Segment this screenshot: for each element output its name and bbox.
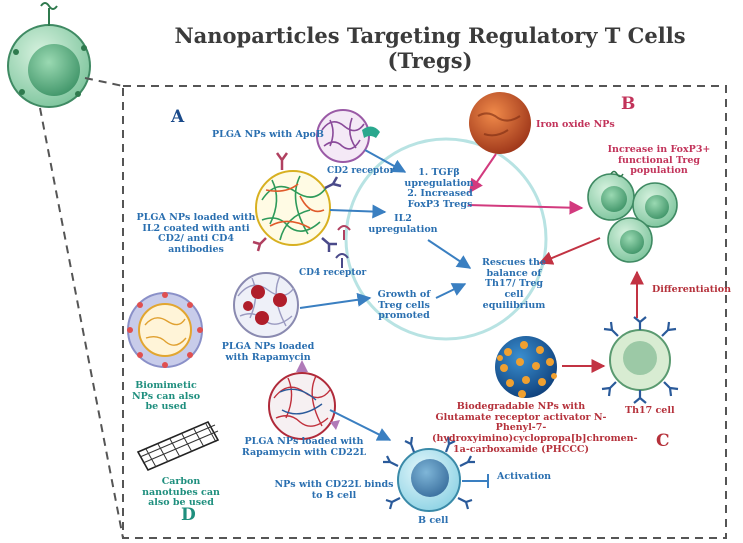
biomimetic-np [127,292,203,368]
label-plga-cd22l: PLGA NPs loaded with Rapamycin with CD22… [241,436,367,458]
label-carbon-nanotubes: Carbon nanotubes can also be used [142,476,220,509]
label-rescues-balance: Rescues the balance of Th17/ Treg cell e… [481,257,547,311]
label-iron-oxide: Iron oxide NPs [536,119,615,130]
label-plga-rapamycin: PLGA NPs loaded with Rapamycin [221,341,315,363]
central-circle [344,137,548,341]
label-b-cell: B cell [418,515,449,526]
label-tgf-upregulation: 1. TGFβ upregulation [404,167,474,189]
cd2-receptor-shape [337,225,351,240]
label-differentiation: Differentiation [652,284,732,295]
treg-cell-large [7,2,91,108]
carbon-nanotube [136,420,220,472]
label-cd4-receptor: CD4 receptor [299,268,367,278]
section-label-c: C [656,431,670,451]
biodegradable-np [495,336,557,398]
page-title: Nanoparticles Targeting Regulatory T Cel… [174,23,686,73]
label-plga-apob: PLGA NPs with ApoB [212,129,324,140]
label-il2-upregulation: IL2 upregulation [368,213,438,235]
treg-cell-cluster [587,170,678,263]
section-label-b: B [621,94,636,114]
label-activation: Activation [497,471,552,482]
th17-cell [601,316,679,404]
label-foxp3-tregs: 2. Increased FoxP3 Tregs [407,188,473,210]
section-label-a: A [171,107,185,127]
plga-cd22l-np [268,360,340,440]
plga-apob-np [316,109,380,163]
zoom-frame [39,77,727,539]
b-cell [383,436,475,512]
label-foxp3-increase: Increase in FoxP3+ functional Treg popul… [607,144,711,177]
arrows [299,149,644,488]
label-biodegradable-nps: Biodegradable NPs with Glutamate recepto… [432,401,638,455]
label-nps-cd22l-bcell: NPs with CD22L binds to B cell [274,479,394,501]
label-cd2-receptor: CD2 receptor [327,166,395,176]
iron-oxide-np [469,92,531,154]
label-th17-cell: Th17 cell [625,405,675,416]
plga-rapamycin-np [233,272,299,338]
label-biomimetic: Biomimetic NPs can also be used [131,380,201,413]
cd4-receptor-shape [335,253,349,268]
plga-il2-np [252,152,342,252]
label-plga-il2: PLGA NPs loaded with IL2 coated with ant… [136,212,256,255]
label-growth-treg: Growth of Treg cells promoted [377,289,431,322]
section-label-d: D [181,505,196,525]
